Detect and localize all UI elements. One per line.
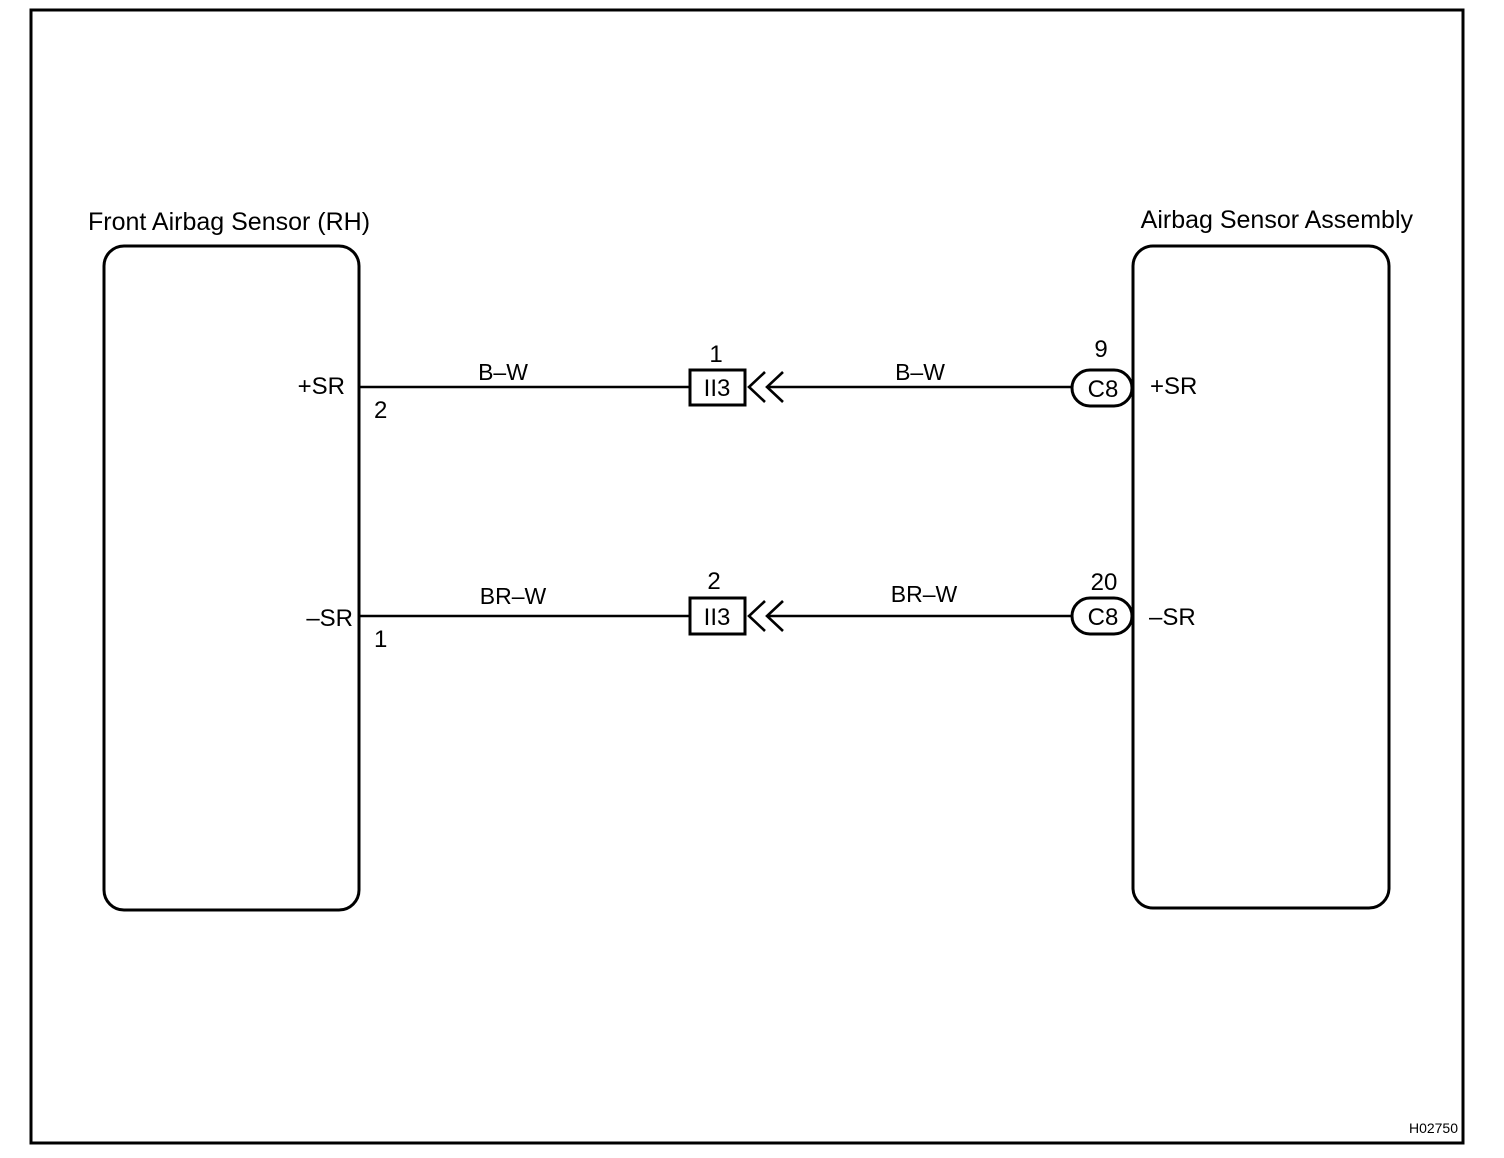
- left-pin-number: 1: [374, 626, 387, 653]
- left-pin-number: 2: [374, 397, 387, 424]
- wire-color-label: BR–W: [480, 583, 547, 609]
- junction-connector-box: [688, 368, 747, 407]
- circuit-minus-sr: –SR 1 BR–W 2 II3 BR–W 20 C8 –SR: [306, 568, 1195, 653]
- wire-color-label: BR–W: [891, 581, 958, 607]
- figure-code: H02750: [1409, 1120, 1458, 1136]
- circuit-plus-sr: +SR 2 B–W 1 II3 B–W 9 C8 +SR: [298, 336, 1198, 424]
- right-pin-number: 20: [1091, 569, 1118, 596]
- left-terminal-label: +SR: [298, 373, 345, 400]
- right-connector-oval: [1070, 596, 1134, 636]
- right-connector-label: C8: [1088, 376, 1119, 403]
- front-airbag-sensor-title: Front Airbag Sensor (RH): [88, 208, 370, 236]
- wire-color-label: B–W: [895, 359, 945, 385]
- right-pin-number: 9: [1094, 336, 1107, 363]
- airbag-sensor-assembly-title: Airbag Sensor Assembly: [1141, 206, 1414, 234]
- wire-color-label: B–W: [478, 359, 528, 385]
- right-terminal-label: –SR: [1149, 604, 1196, 631]
- junction-connector-box: [688, 596, 747, 636]
- left-terminal-label: –SR: [306, 605, 353, 632]
- junction-pin-number: 1: [709, 341, 722, 368]
- right-connector-oval: [1070, 368, 1134, 408]
- junction-connector-label: II3: [704, 604, 731, 631]
- junction-connector-label: II3: [704, 375, 731, 402]
- front-airbag-sensor-box: [102, 244, 361, 912]
- junction-pin-number: 2: [707, 568, 720, 595]
- diagram-frame: [29, 8, 1465, 1145]
- airbag-sensor-assembly-box: [1131, 244, 1391, 910]
- right-terminal-label: +SR: [1150, 373, 1197, 400]
- right-connector-label: C8: [1088, 604, 1119, 631]
